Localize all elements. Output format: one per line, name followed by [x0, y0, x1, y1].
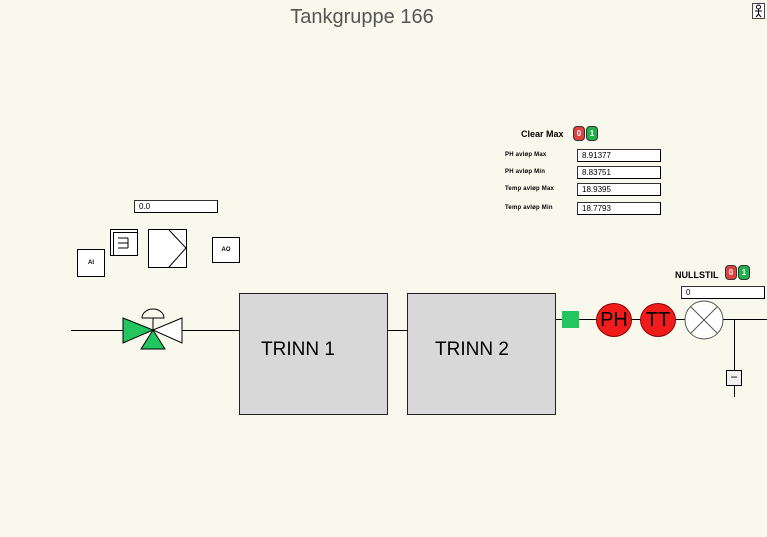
- temp-min-field[interactable]: 18.7793: [577, 202, 661, 215]
- drain-pipe: [734, 319, 735, 397]
- inlet-pipe: [71, 330, 124, 331]
- ao-box[interactable]: AO: [212, 237, 240, 263]
- pipe-trinn1-trinn2: [387, 330, 420, 331]
- clear-max-on-button[interactable]: 1: [586, 125, 598, 141]
- valve-setpoint-field[interactable]: 0.0: [134, 200, 218, 213]
- temp-max-field[interactable]: 18.9395: [577, 183, 661, 196]
- function-block-icon[interactable]: [148, 229, 188, 269]
- ph-max-field[interactable]: 8.91377: [577, 149, 661, 162]
- clear-max-off-button[interactable]: 0: [573, 125, 585, 141]
- ph-min-field[interactable]: 8.83751: [577, 166, 661, 179]
- nullstil-label: NULLSTIL: [675, 270, 719, 280]
- clear-max-label: Clear Max: [521, 129, 564, 139]
- ai-box[interactable]: AI: [77, 249, 105, 277]
- ph-sensor[interactable]: PH: [596, 303, 632, 337]
- clear-max-toggle[interactable]: 0 1: [573, 125, 601, 141]
- ph-max-label: PH avløp Max: [505, 152, 547, 158]
- temp-min-label: Temp avløp Min: [505, 205, 553, 211]
- tank-trinn-2[interactable]: TRINN 2: [407, 293, 556, 415]
- nullstil-off-button[interactable]: 0: [725, 264, 737, 280]
- person-icon[interactable]: [752, 3, 765, 19]
- nullstil-value-field[interactable]: 0: [681, 286, 765, 299]
- page-title: Tankgruppe 166: [290, 6, 434, 28]
- nullstil-on-button[interactable]: 1: [738, 264, 750, 280]
- tank-trinn-2-label: TRINN 2: [435, 339, 509, 360]
- pipe-to-trinn1: [182, 330, 252, 331]
- minus-button[interactable]: −: [726, 370, 742, 386]
- nullstil-toggle[interactable]: 0 1: [725, 264, 753, 280]
- tank-trinn-1[interactable]: TRINN 1: [239, 293, 388, 415]
- three-way-valve-icon[interactable]: [122, 303, 184, 351]
- controller-icon[interactable]: [110, 229, 140, 259]
- temperature-sensor[interactable]: TT: [640, 303, 676, 337]
- tank-trinn-1-label: TRINN 1: [261, 339, 335, 360]
- flow-meter-icon[interactable]: [684, 300, 724, 340]
- temp-max-label: Temp avløp Max: [505, 186, 555, 192]
- ph-min-label: PH avløp Min: [505, 169, 546, 175]
- status-indicator: [562, 311, 579, 328]
